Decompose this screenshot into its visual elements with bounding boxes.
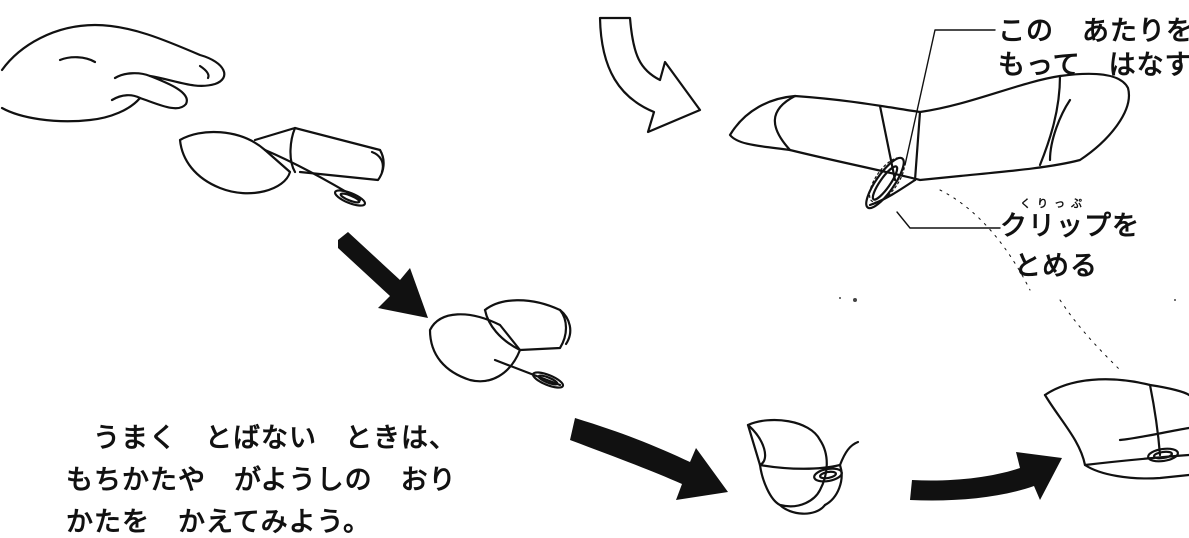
leader-lines <box>896 29 1001 229</box>
annotation-hold-release-line2: もって はなす <box>998 50 1189 81</box>
instruction-line-1: うまく とばない ときは、 <box>93 423 457 454</box>
annotation-hold-release-line1: この あたりを <box>998 16 1189 47</box>
illustration-canvas <box>0 16 1189 515</box>
arrow-solid-3-icon <box>910 452 1062 501</box>
glider-small-1 <box>178 126 385 207</box>
curved-arrow-outline-icon <box>598 16 702 134</box>
glider-small-2 <box>428 299 572 389</box>
glider-small-4 <box>1043 378 1189 480</box>
arrow-solid-1-icon <box>338 232 428 318</box>
annotation-clip-ruby: くりっぷ <box>1020 197 1088 210</box>
glider-small-3 <box>746 418 860 515</box>
instruction-line-3: かたを かえてみよう。 <box>66 507 372 538</box>
instruction-line-2: もちかたや がようしの おり <box>66 465 457 496</box>
paper-airplane-diagram: この あたりを もって はなす くりっぷ クリップを とめる うまく とばない … <box>0 16 1189 536</box>
pointing-hand-icon <box>0 23 226 123</box>
annotation-clip-line1: クリップを <box>1000 211 1140 242</box>
flight-path-dashes <box>939 189 1121 371</box>
annotation-clip-line2: とめる <box>1014 251 1098 282</box>
glider-large <box>728 72 1131 210</box>
arrow-solid-2-icon <box>570 418 728 500</box>
paper-specks <box>839 297 1176 302</box>
